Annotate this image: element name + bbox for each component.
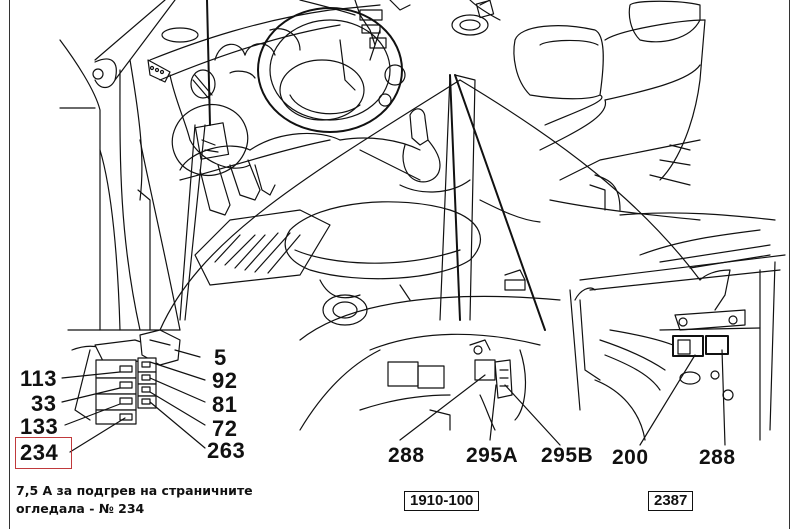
fuse-label-113: 113 xyxy=(20,366,57,391)
fuse-label-81: 81 xyxy=(212,392,238,417)
frame-left-border xyxy=(9,0,10,529)
driver-seat-drawing xyxy=(284,201,481,326)
relay-label-200: 200 xyxy=(612,446,649,469)
floor-mat-drawing xyxy=(194,209,331,286)
center-inset-drawing xyxy=(299,295,561,446)
highlight-box xyxy=(15,437,72,469)
dashboard-drawing xyxy=(147,0,501,181)
caption-line-2: огледала - № 234 xyxy=(16,501,145,516)
right-inset-drawing xyxy=(569,254,786,446)
center-console-drawing xyxy=(439,74,546,331)
fuse-label-263: 263 xyxy=(207,438,246,463)
frame-right-border xyxy=(789,0,790,529)
fuse-label-33: 33 xyxy=(31,391,57,416)
relay-label-288-right: 288 xyxy=(699,446,736,469)
divider-curves xyxy=(159,79,701,431)
pedals-drawing xyxy=(199,159,276,216)
main-fusebox-drawing xyxy=(61,329,206,453)
ref-code-2387: 2387 xyxy=(648,491,694,511)
door-frame-drawing xyxy=(59,0,181,331)
fuse-label-234: 234 xyxy=(20,440,59,465)
steering-wheel-drawing xyxy=(257,7,403,133)
gear-lever-drawing xyxy=(359,108,471,193)
fuse-label-5: 5 xyxy=(214,345,227,370)
ref-code-1910-100: 1910-100 xyxy=(404,491,480,511)
relay-label-295a: 295A xyxy=(466,444,519,467)
fuse-label-92: 92 xyxy=(212,368,238,393)
relay-label-295b: 295B xyxy=(541,444,594,467)
fuse-label-133: 133 xyxy=(20,414,59,439)
passenger-seat-drawing xyxy=(513,0,776,269)
fuse-label-72: 72 xyxy=(212,416,238,441)
caption: 7,5 А за подгрев на страничните огледала… xyxy=(16,482,253,518)
relay-label-288-center: 288 xyxy=(388,444,425,467)
caption-line-1: 7,5 А за подгрев на страничните xyxy=(16,483,253,498)
dash-fusebox-drawing xyxy=(171,0,249,321)
